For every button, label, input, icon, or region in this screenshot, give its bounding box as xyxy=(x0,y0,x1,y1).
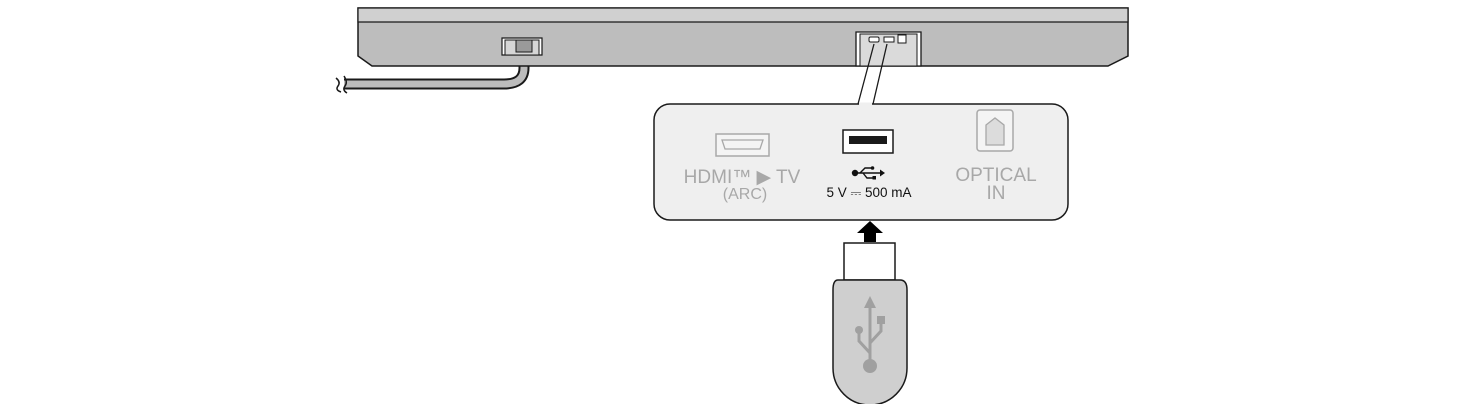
optical-port-icon xyxy=(976,109,1014,152)
usb-rating-label: 5 V ⎓ 500 mA xyxy=(826,185,911,200)
hdmi-arc-label: (ARC) xyxy=(723,186,767,203)
optical-port: OPTICAL IN xyxy=(955,109,1037,204)
connector-panel xyxy=(653,102,1069,221)
callout-leader xyxy=(857,43,888,105)
connector-recess xyxy=(855,31,922,67)
usb-trident-icon xyxy=(855,296,885,373)
usb-drive-plug xyxy=(843,242,896,281)
optical-label: OPTICAL xyxy=(955,165,1036,186)
usb-symbol-icon xyxy=(851,166,885,180)
hdmi-port: HDMI™ ▶ TV (ARC) xyxy=(684,133,801,203)
usb-flash-drive xyxy=(832,242,908,404)
power-cable xyxy=(335,55,530,94)
soundbar xyxy=(357,7,1129,67)
usb-port: 5 V ⎓ 500 mA xyxy=(826,129,912,200)
optical-in-label: IN xyxy=(987,183,1006,204)
power-inlet-recess xyxy=(501,37,543,56)
up-arrow-icon xyxy=(857,221,883,242)
hdmi-label: HDMI™ ▶ TV xyxy=(684,167,801,188)
